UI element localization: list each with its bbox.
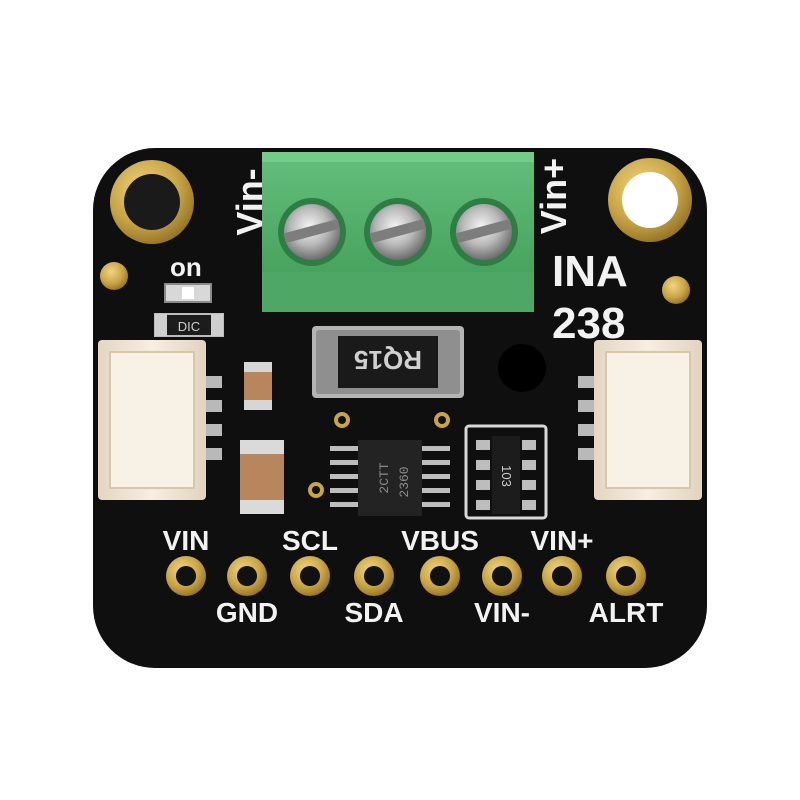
terminal-block [262,152,534,312]
pin-pad [290,556,330,596]
pin-label-scl: SCL [282,525,338,556]
pin-label-vbus: VBUS [401,525,479,556]
power-led-label: on [170,252,202,282]
screw-1 [278,198,346,266]
pin-pad [354,556,394,596]
resistor-network-marking: 103 [499,465,514,487]
capacitor-small [244,362,272,410]
pin-pad [542,556,582,596]
led-lens [182,287,194,299]
shunt-resistor: RQ15 [312,326,464,398]
shunt-marking: RQ15 [354,345,422,375]
pin-header [166,556,646,596]
pin-pad [227,556,267,596]
black-marker [498,344,546,392]
capacitor-large [240,440,284,514]
terminal-left-label: Vin- [229,168,270,235]
pin-label-alrt: ALRT [589,597,664,628]
ina238-chip: 2CTT 2360 [330,440,450,516]
ic-marking-1: 2CTT [377,462,392,493]
pin-label-vinminus: VIN- [474,597,530,628]
pin-pad [606,556,646,596]
ic-marking-2: 2360 [397,466,412,497]
chip-name: INA [552,247,628,296]
stemma-connector-right [578,340,702,500]
test-pad-right [662,276,690,304]
test-pad-left [100,262,128,290]
mounting-hole-right [608,158,692,242]
pin-label-sda: SDA [344,597,403,628]
pcb-board [93,148,707,668]
resistor-network: 103 [464,424,548,520]
stemma-connector-left [98,340,222,500]
pin-label-gnd: GND [216,597,278,628]
pin-label-vin: VIN [163,525,210,556]
led-resistor: DIC [154,313,224,337]
pin-pad [166,556,206,596]
led-resistor-marking: DIC [178,319,200,334]
terminal-right-label: Vin+ [533,158,574,234]
screw-3 [450,198,518,266]
mounting-hole-left [110,160,194,244]
chip-number: 238 [552,299,625,348]
pin-label-vinplus: VIN+ [530,525,593,556]
pin-pad [420,556,460,596]
screw-2 [364,198,432,266]
pin-pad [482,556,522,596]
